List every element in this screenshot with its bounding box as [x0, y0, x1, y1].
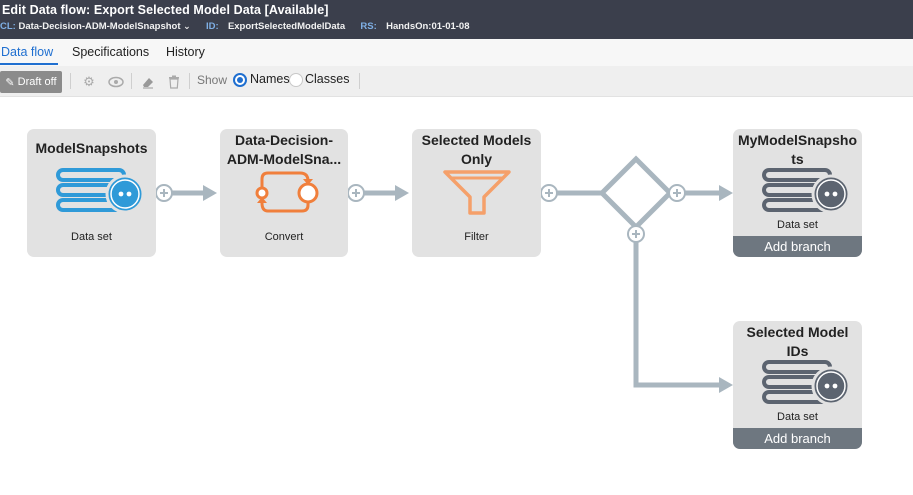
show-label: Show	[197, 73, 228, 87]
names-radio-label[interactable]: Names	[250, 72, 290, 86]
classes-radio-label[interactable]: Classes	[305, 72, 350, 86]
pencil-icon: ✎	[5, 76, 15, 89]
node-type-label: Data set	[777, 219, 818, 231]
connectors	[155, 155, 733, 393]
add-branch-button[interactable]: Add branch	[733, 236, 862, 257]
node-title-line2: IDs	[786, 343, 809, 359]
node-destination-selected-model-ids[interactable]: Selected Model IDs Data set Add branch	[733, 321, 862, 449]
dataset-icon	[56, 168, 145, 214]
node-title-line2: ts	[791, 151, 804, 167]
convert-icon	[255, 171, 319, 213]
tab-bar: Data flow Specifications History	[0, 39, 913, 66]
plus-circle-icon[interactable]	[668, 184, 686, 202]
tab-data-flow[interactable]: Data flow	[1, 45, 54, 59]
node-title-line2: Only	[460, 151, 493, 167]
node-source-dataset[interactable]: ModelSnapshots Data set	[27, 129, 156, 257]
toolbar-divider	[359, 73, 360, 89]
arrow-head	[719, 377, 733, 393]
toolbar-divider	[189, 73, 190, 89]
id-value: ExportSelectedModelData	[227, 21, 346, 32]
tab-history[interactable]: History	[166, 45, 205, 59]
node-title-line1: Data-Decision-	[234, 132, 334, 148]
chevron-down-icon[interactable]: ⌄	[183, 21, 191, 31]
node-type-label: Filter	[464, 231, 489, 243]
node-title-line1: Selected Model	[746, 324, 849, 340]
node-type-label: Data set	[71, 231, 112, 243]
classes-radio[interactable]	[289, 73, 303, 87]
id-key: ID:	[205, 21, 219, 32]
arrow-head	[719, 185, 733, 201]
flow-canvas: ModelSnapshots Data set Data-Decision- A…	[0, 97, 913, 495]
add-connector-icons	[155, 184, 686, 243]
node-title: ModelSnapshots	[35, 140, 148, 156]
plus-circle-icon[interactable]	[540, 184, 558, 202]
trash-icon[interactable]	[164, 72, 184, 92]
dataset-icon	[762, 360, 851, 406]
class-key: CL:	[0, 21, 16, 32]
draft-toggle-button[interactable]: ✎ Draft off	[0, 71, 62, 93]
tab-specifications[interactable]: Specifications	[72, 45, 150, 59]
toolbar-divider	[70, 73, 71, 89]
branch-diamond[interactable]	[598, 155, 674, 231]
arrow-head	[395, 185, 409, 201]
draft-label: Draft off	[17, 76, 57, 88]
filter-icon	[443, 170, 511, 215]
page-title: Edit Data flow: Export Selected Model Da…	[2, 3, 329, 17]
node-destination-mymodelsnapshots[interactable]: MyModelSnapsho ts Data set Add branch	[733, 129, 862, 257]
class-value[interactable]: Data-Decision-ADM-ModelSnapshot	[18, 21, 181, 32]
arrow-head	[203, 185, 217, 201]
eraser-icon[interactable]	[138, 72, 158, 92]
node-title-line1: Selected Models	[421, 132, 532, 148]
node-type-label: Convert	[264, 231, 304, 243]
node-title-line1: MyModelSnapsho	[737, 132, 857, 148]
header-bar: Edit Data flow: Export Selected Model Da…	[0, 0, 913, 39]
toolbar-divider	[131, 73, 132, 89]
plus-circle-icon[interactable]	[627, 225, 645, 243]
names-radio[interactable]	[233, 73, 247, 87]
dataset-icon	[762, 168, 851, 214]
connector-branch-dest2	[633, 227, 724, 388]
active-tab-indicator	[0, 63, 58, 65]
gear-icon[interactable]: ⚙	[83, 74, 95, 89]
record-meta: CL: Data-Decision-ADM-ModelSnapshot ⌄ ID…	[0, 21, 470, 32]
add-branch-button[interactable]: Add branch	[733, 428, 862, 449]
node-type-label: Data set	[777, 411, 818, 423]
plus-circle-icon[interactable]	[347, 184, 365, 202]
rs-key: RS:	[360, 21, 377, 32]
node-convert[interactable]: Data-Decision- ADM-ModelSna... Convert	[220, 129, 348, 257]
plus-circle-icon[interactable]	[155, 184, 173, 202]
node-title-line2: ADM-ModelSna...	[226, 151, 342, 167]
eye-icon[interactable]	[106, 72, 126, 92]
rs-value: HandsOn:01-01-08	[386, 21, 470, 32]
node-filter[interactable]: Selected Models Only Filter	[412, 129, 541, 257]
toolbar: ✎ Draft off ⚙ Show Names Classes	[0, 66, 913, 97]
